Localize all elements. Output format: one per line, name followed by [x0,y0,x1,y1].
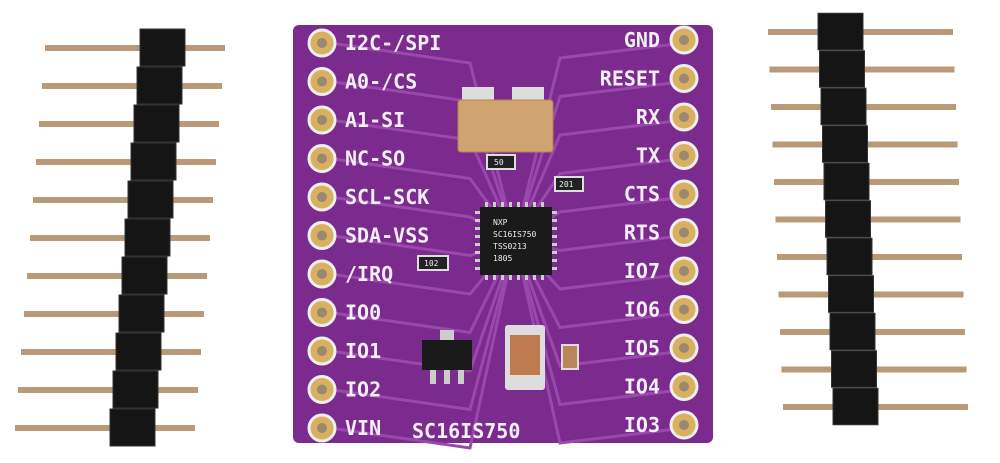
left-header-pin [36,159,216,165]
resistor-r1: 50 [486,154,516,170]
left-header-pin [33,197,213,203]
svg-text:50: 50 [494,158,504,167]
left-header-pin [21,349,201,355]
resistor-r2: 201 [554,176,584,192]
right-header-housing [826,237,873,276]
right-header-housing [825,200,871,238]
left-header-housing [133,104,180,143]
uart-chip: NXP SC16IS750 TSS0213 1805 [475,202,557,280]
left-header-housing [112,370,159,409]
pin-label-right: IO3 [624,413,660,437]
left-header-pin [27,273,207,279]
svg-text:TSS0213: TSS0213 [493,242,527,251]
left-header-housing [124,218,171,257]
right-header-housing [817,12,864,51]
left-header-housing [130,142,177,181]
pin-label-right: RTS [624,221,660,245]
pin-label-right: TX [636,144,660,168]
right-header-housing [820,87,867,126]
right-header-housing [823,162,870,201]
svg-text:102: 102 [424,259,439,268]
pin-label-left: SDA-VSS [345,224,429,248]
right-header-housing [822,125,868,163]
left-header-housing [115,332,162,371]
left-pin-header [15,28,225,447]
left-header-housing [109,408,156,447]
board-name-label: SC16IS750 [412,419,520,443]
pin-label-left: A1-SI [345,108,405,132]
pin-label-right: RX [636,105,660,129]
left-header-housing [136,66,183,105]
svg-text:NXP: NXP [493,218,508,227]
pin-label-right: IO5 [624,336,660,360]
resistor-r3: 102 [417,255,449,271]
pin-label-right: IO7 [624,259,660,283]
pin-label-left: NC-SO [345,147,405,171]
svg-text:201: 201 [559,180,574,189]
pin-label-left: IO0 [345,301,381,325]
crystal-oscillator [457,87,554,153]
svg-text:SC16IS750: SC16IS750 [493,230,537,239]
right-header-housing [831,350,877,388]
left-header-pin [42,83,222,89]
left-header-pin [24,311,204,317]
left-header-housing [118,294,165,333]
right-header-housing [832,387,879,426]
pin-label-left: VIN [345,416,381,440]
pin-label-right: GND [624,28,660,52]
right-pin-header [768,12,968,426]
left-header-pin [45,45,225,51]
tantalum-capacitor [505,325,545,390]
right-header-housing [828,275,874,313]
pin-label-left: I2C-/SPI [345,31,441,55]
pin-label-left: IO2 [345,378,381,402]
pin-label-left: SCL-SCK [345,185,429,209]
capacitor-small [561,344,579,370]
left-header-pin [18,387,198,393]
left-header-pin [39,121,219,127]
left-header-pin [15,425,195,431]
pin-label-right: IO6 [624,298,660,322]
pin-label-right: RESET [600,67,660,91]
left-header-housing [127,180,174,219]
pin-label-left: IO1 [345,339,381,363]
pcb-board: I2C-/SPI A0-/CS A1-SI NC-SO SCL-SCK SDA-VSS/I… [293,25,713,450]
left-header-pin [30,235,210,241]
svg-text:1805: 1805 [493,254,512,263]
right-header-housing [829,312,876,351]
right-header-housing [819,50,865,88]
pin-label-right: CTS [624,182,660,206]
pin-label-right: IO4 [624,375,660,399]
left-header-housing [139,28,186,67]
pin-label-left: A0-/CS [345,70,417,94]
voltage-regulator [422,330,472,384]
pin-label-left: /IRQ [345,262,393,286]
left-header-housing [121,256,168,295]
